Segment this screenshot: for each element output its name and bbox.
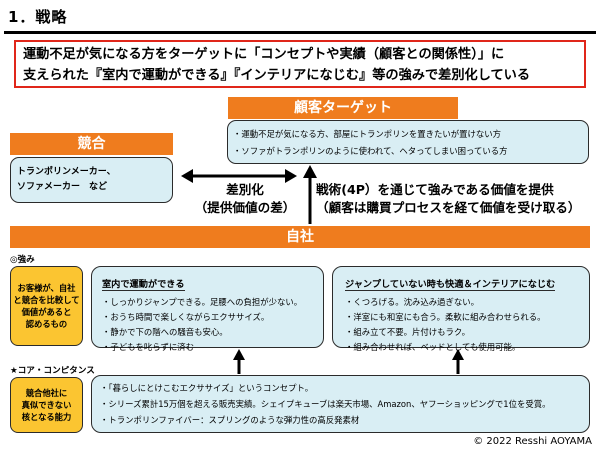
customer-target-item-2: ・ソファがトランポリンのように使われて、ヘタってしまい困っている方 [233,146,508,156]
customer-target-header: 顧客ターゲット [228,97,458,119]
strength-item: ・おうち時間で楽しくながらエクササイズ。 [102,312,270,322]
competitors-box: トランポリンメーカー、 ソファメーカー など [10,157,173,203]
up-arrow-icon [303,165,317,224]
core-competence-box: ・「暮らしにとけこむエクササイズ」というコンセプト。 ・シリーズ累計15万個を超… [91,375,590,433]
tactics-line-1: 戦術(4P）を通じて強みである価値を提供 [316,182,554,197]
core-competence-label: ★コア・コンピタンス [10,366,95,376]
differentiation-line-2: （提供価値の差） [194,200,296,215]
core-competence-item: ・トランポリンファイバー：スプリングのような弾力性の高反発素材 [100,415,360,425]
strengths-note-line: と競合を比較して [13,295,80,305]
headline-box: 運動不足が気になる方をターゲットに「コンセプトや実績（顧客との関係性）」に 支え… [14,40,586,88]
core-competence-item: ・「暮らしにとけこむエクササイズ」というコンセプト。 [100,383,314,393]
strength-item: ・子どもを叱らずに済む [102,342,194,352]
core-competence-note-line: 真似できない [21,400,72,410]
title-underline [4,31,596,34]
strength-item: ・静かで下の階への騒音も安心。 [102,327,228,337]
strength-box-indoor-exercise: 室内で運動ができる ・しっかりジャンプできる。足腰への負担が少ない。 ・おうち時… [91,266,324,352]
competitors-line-1: トランポリンメーカー、 [17,167,116,177]
strength-item: ・しっかりジャンプできる。足腰への負担が少ない。 [102,297,303,307]
strengths-label: ◎強み [10,255,35,265]
competitors-header: 競合 [10,133,173,155]
page-title: 1．戦略 [8,8,68,26]
core-competence-item: ・シリーズ累計15万個を超える販売実績。シェイプキューブは楽天市場、Amazon… [100,399,551,409]
copyright-text: © 2022 Resshi AOYAMA [473,436,592,447]
strengths-note-line: 価値があると [21,307,72,317]
strength-item: ・組み合わせれば、ベッドとしても使用可能。 [345,342,521,352]
core-competence-note-line: 核となる能力 [21,412,72,422]
core-competence-note-line: 競合他社に [25,388,68,398]
customer-target-item-1: ・運動不足が気になる方、部屋にトランポリンを置きたいが置けない方 [233,129,501,139]
strength-box-indoor-exercise-title: 室内で運動ができる [102,276,185,291]
headline-line-1: 運動不足が気になる方をターゲットに「コンセプトや実績（顧客との関係性）」に [23,47,505,62]
core-competence-note-box: 競合他社に 真似できない 核となる能力 [10,377,83,433]
headline-line-2: 支えられた『室内で運動ができる』『インテリアになじむ』等の強みで差別化している [23,68,531,83]
competitors-line-2: ソファメーカー など [17,182,108,192]
strengths-note-line: 認めるもの [25,319,68,329]
strength-item: ・組み立て不要。片付けもラク。 [345,327,470,337]
strengths-note-box: お客様が、自社 と競合を比較して 価値があると 認めるもの [10,266,83,346]
strength-box-interior-title: ジャンプしていない時も快適＆インテリアになじむ [345,276,556,291]
strength-item: ・くつろげる。沈み込み過ぎない。 [345,297,479,307]
differentiation-label: 差別化 （提供価値の差） [186,181,304,217]
strength-item: ・洋室にも和室にも合う。柔軟に組み合わせられる。 [345,312,546,322]
strengths-note-line: お客様が、自社 [17,283,76,293]
company-header: 自社 [10,226,590,248]
differentiation-line-1: 差別化 [226,182,264,197]
customer-target-box: ・運動不足が気になる方、部屋にトランポリンを置きたいが置けない方 ・ソファがトラ… [227,120,589,164]
tactics-label: 戦術(4P）を通じて強みである価値を提供 （顧客は購買プロセスを経て価値を受け取… [316,181,580,217]
tactics-line-2: （顧客は購買プロセスを経て価値を受け取る） [316,200,581,215]
strength-box-interior: ジャンプしていない時も快適＆インテリアになじむ ・くつろげる。沈み込み過ぎない。… [332,266,590,352]
